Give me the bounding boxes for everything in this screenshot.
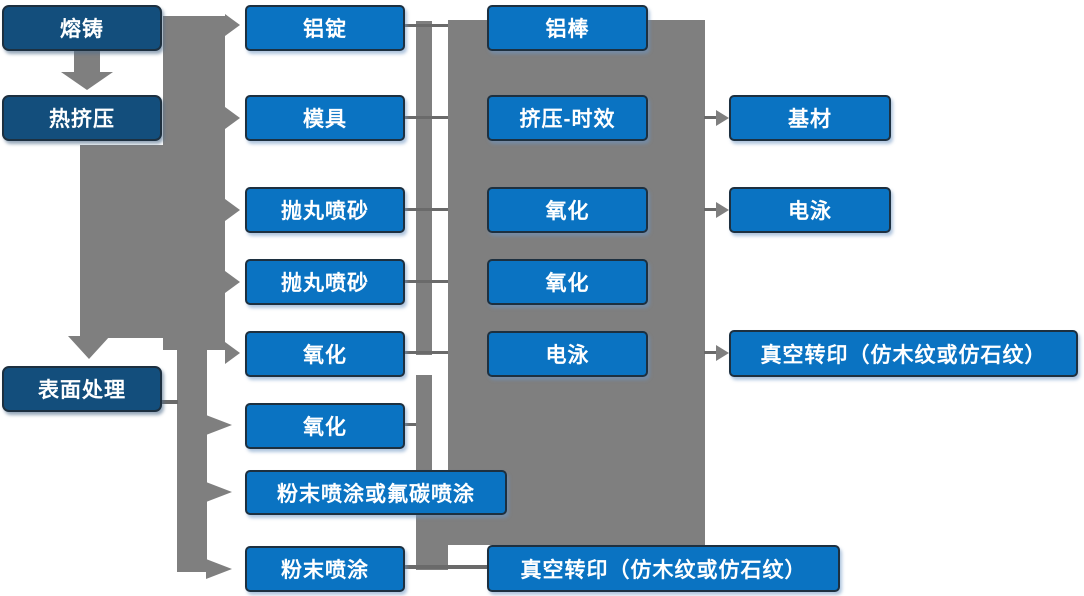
arrowhead-down-to-hot-extrusion — [61, 72, 113, 90]
arrowhead-to-al-ingot — [225, 14, 240, 36]
line-surface-treatment-to-band — [162, 400, 178, 404]
node-oxidation-a: 氧化 — [245, 331, 405, 377]
node-electrophoresis-a: 电泳 — [487, 331, 648, 377]
node-al-ingot: 铝锭 — [245, 5, 405, 51]
node-shot-blast-2: 抛丸喷砂 — [245, 259, 405, 305]
connector-bar-mid-upper — [416, 21, 432, 355]
line-oxidation-a-row — [405, 351, 448, 354]
arrowhead-to-powder-or-fluorocarbon — [206, 482, 232, 502]
node-al-rod: 铝棒 — [487, 5, 648, 51]
node-powder-coating: 粉末喷涂 — [245, 546, 405, 592]
stem-to-vacuum-transfer-b — [704, 351, 718, 354]
line-oxidation-b-row — [405, 423, 416, 426]
node-vacuum-transfer-a: 真空转印（仿木纹或仿石纹） — [487, 545, 840, 592]
arrowhead-to-shot-blast-2 — [225, 271, 240, 293]
connector-band-lower-left — [177, 338, 207, 572]
arrowhead-to-oxidation-b — [206, 415, 232, 435]
node-oxidation-d: 氧化 — [487, 259, 648, 305]
line-mold-row — [405, 116, 448, 119]
node-oxidation-b: 氧化 — [245, 403, 405, 449]
arrowhead-to-oxidation-a — [225, 342, 240, 364]
arrowhead-to-electrophoresis-b — [716, 202, 729, 218]
stem-to-electrophoresis-b — [704, 208, 718, 211]
node-hot-extrusion: 热挤压 — [2, 95, 162, 141]
line-shot-blast-1-row — [405, 208, 448, 211]
node-shot-blast-1: 抛丸喷砂 — [245, 187, 405, 233]
connector-stub-bottom — [432, 515, 448, 570]
arrow-shaft-melt-to-extrusion — [74, 50, 100, 74]
node-surface-treatment: 表面处理 — [2, 366, 162, 412]
arrowhead-to-base-material — [716, 110, 729, 126]
node-mold: 模具 — [245, 95, 405, 141]
node-powder-or-fluorocarbon: 粉末喷涂或氟碳喷涂 — [245, 470, 507, 515]
arrowhead-to-vacuum-transfer-b — [716, 345, 729, 361]
stem-to-base-material — [704, 116, 718, 119]
arrowhead-down-to-surface-treatment — [68, 336, 110, 359]
line-al-ingot-row — [405, 24, 448, 27]
arrowhead-to-shot-blast-1 — [225, 199, 240, 221]
node-vacuum-transfer-b: 真空转印（仿木纹或仿石纹） — [729, 330, 1078, 377]
line-bottom-row — [405, 565, 487, 569]
node-base-material: 基材 — [729, 95, 891, 141]
connector-band-right-of-col1 — [163, 16, 225, 350]
line-shot-blast-2-row — [405, 280, 448, 283]
connector-band-below-hot-extrusion — [80, 145, 164, 338]
arrowhead-to-mold — [225, 107, 240, 129]
node-electrophoresis-b: 电泳 — [729, 187, 891, 233]
node-oxidation-c: 氧化 — [487, 187, 648, 233]
node-melt-cast: 熔铸 — [2, 5, 162, 51]
arrowhead-to-powder-coating — [206, 559, 232, 579]
node-extrusion-aging: 挤压-时效 — [487, 95, 648, 141]
